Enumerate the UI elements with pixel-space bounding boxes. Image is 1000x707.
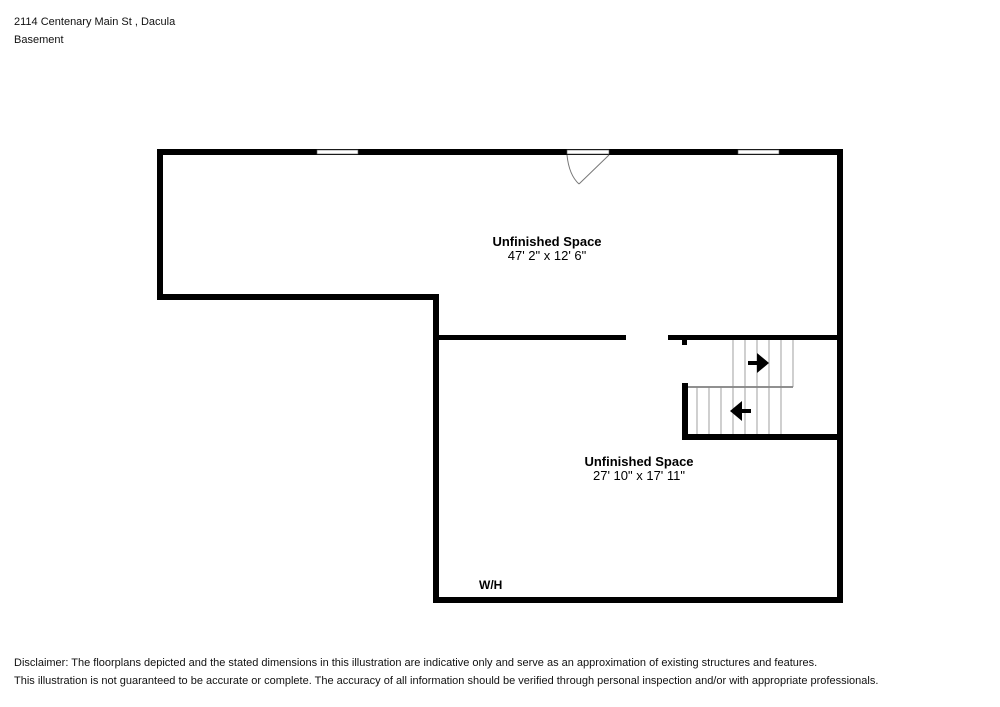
disclaimer-line-2: This illustration is not guaranteed to b… bbox=[14, 675, 879, 687]
room-dimensions: 47' 2" x 12' 6" bbox=[508, 248, 587, 263]
room-dimensions: 27' 10" x 17' 11" bbox=[593, 468, 685, 483]
arrow-right-icon bbox=[748, 353, 769, 373]
disclaimer-line-1: Disclaimer: The floorplans depicted and … bbox=[14, 657, 818, 669]
property-address: 2114 Centenary Main St , Dacula bbox=[14, 16, 176, 28]
window bbox=[737, 149, 780, 155]
room-name: Unfinished Space bbox=[492, 234, 601, 249]
door bbox=[566, 149, 610, 185]
window bbox=[316, 149, 359, 155]
exterior-walls bbox=[157, 149, 843, 603]
floor-level-label: Basement bbox=[14, 34, 64, 46]
arrow-left-icon bbox=[730, 401, 751, 421]
staircase bbox=[682, 340, 843, 440]
room-name: Unfinished Space bbox=[584, 454, 693, 469]
interior-walls bbox=[433, 335, 843, 345]
water-heater-label: W/H bbox=[479, 578, 502, 592]
